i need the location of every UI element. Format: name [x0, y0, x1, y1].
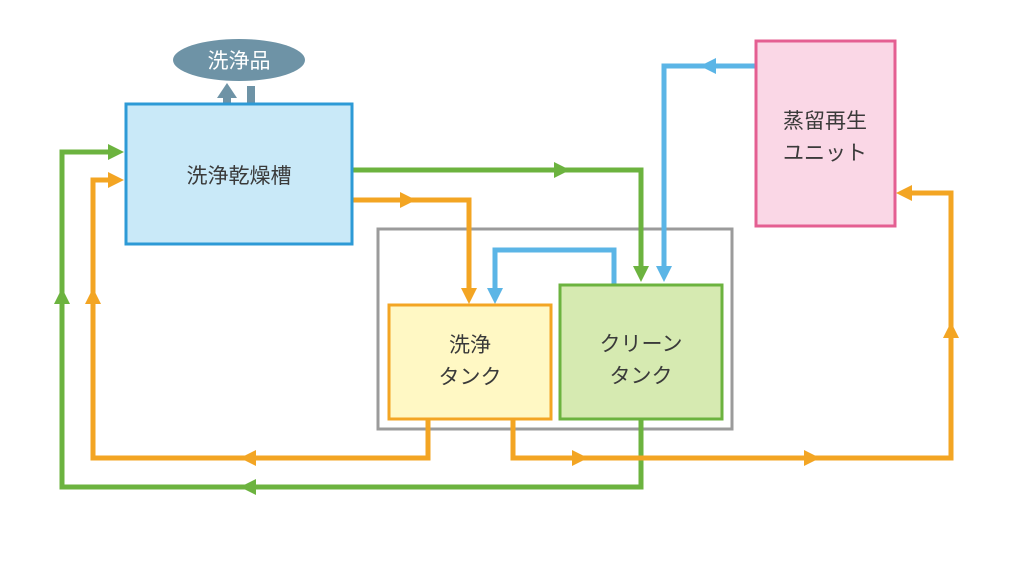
distill-unit-box	[754, 39, 897, 228]
orange-flow-washdry-to-wash	[352, 197, 472, 290]
orange-arrow-up-left	[85, 288, 101, 304]
orange-arrow-right-2	[804, 450, 820, 466]
blue-flow-distill-to-clean	[661, 63, 756, 270]
blue-flow-clean-to-wash	[492, 247, 617, 290]
green-flow-lines	[59, 149, 644, 490]
blue-arrow-down-clean	[656, 266, 672, 282]
clean-tank-box	[558, 283, 724, 421]
wash-dry-tank-box	[124, 102, 354, 246]
wash-dry-tank-label: 洗浄乾燥槽	[187, 164, 292, 188]
distill-unit-label-line2: ユニット	[783, 141, 867, 165]
orange-flow-wash-to-distill	[510, 190, 954, 461]
orange-flow-lines	[90, 177, 954, 461]
wash-tank-label-line1: 洗浄	[449, 333, 491, 357]
orange-arrow-into-distill	[896, 185, 912, 201]
green-arrowheads	[54, 144, 649, 495]
blue-arrow-left	[700, 58, 716, 74]
blue-arrow-down-wash	[487, 288, 503, 304]
tank-group-frame	[376, 227, 734, 431]
wash-tank-box	[387, 303, 553, 421]
orange-arrow-into-washdry	[108, 172, 124, 188]
blue-arrowheads	[487, 58, 716, 304]
clean-tank-label-line1: クリーン	[600, 332, 683, 356]
clean-tank-label-line2: タンク	[610, 364, 673, 388]
wash-tank-label-line2: タンク	[439, 365, 502, 389]
green-arrow-right	[554, 162, 570, 178]
green-arrow-up	[54, 288, 70, 304]
washed-items-label: 洗浄品	[208, 49, 271, 73]
green-flow-clean-to-washdry	[59, 149, 644, 490]
green-arrow-left	[240, 479, 256, 495]
green-flow-washdry-to-clean	[352, 167, 644, 270]
washed-items-ellipse	[173, 39, 305, 81]
distill-unit-label-line1: 蒸留再生	[783, 109, 867, 133]
orange-arrow-right-1	[572, 450, 588, 466]
green-arrow-into-washdry	[108, 144, 124, 160]
steel-arrow-up-head	[217, 83, 237, 98]
orange-arrow-left	[240, 450, 256, 466]
orange-arrowheads	[85, 172, 959, 466]
orange-flow-wash-to-washdry	[90, 177, 431, 461]
green-arrow-down	[633, 266, 649, 282]
orange-arrow-up-right	[943, 322, 959, 338]
blue-flow-lines	[492, 63, 756, 290]
orange-arrow-down	[461, 288, 477, 304]
orange-arrow-right-top	[400, 192, 416, 208]
